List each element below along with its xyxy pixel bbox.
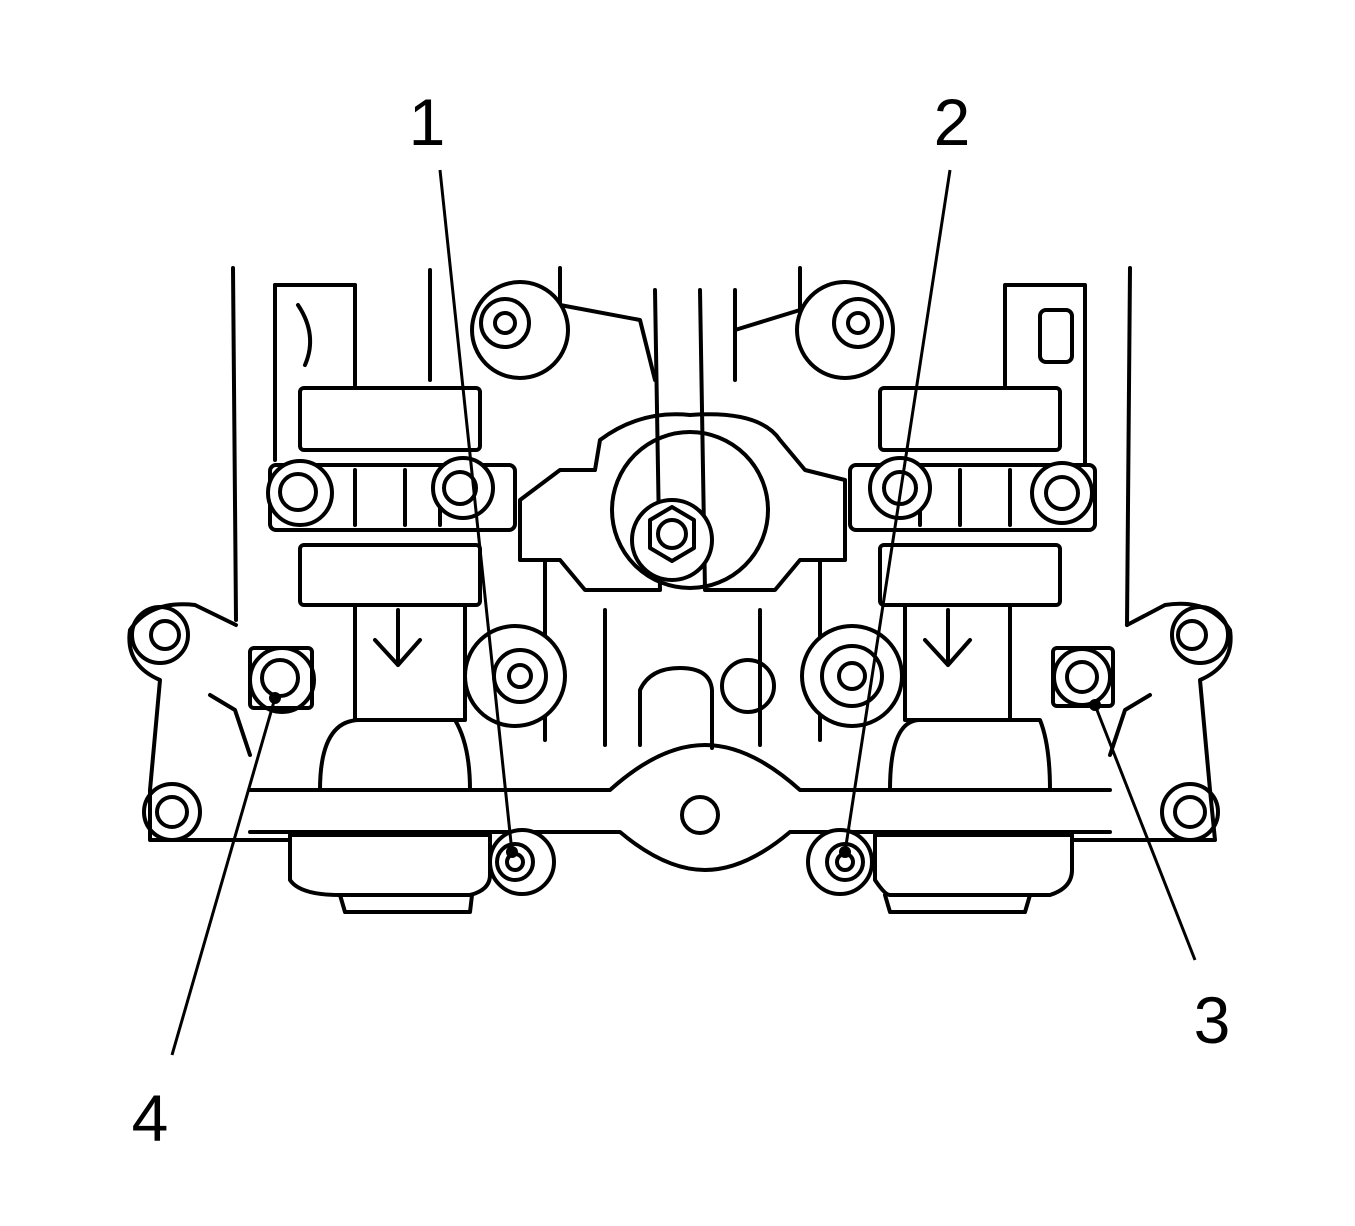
leader-2 — [843, 169, 952, 853]
leader-1-dot — [506, 846, 518, 858]
callout-1: 1 — [408, 85, 446, 159]
leader-2-dot — [839, 846, 851, 858]
leader-3-dot — [1089, 699, 1101, 711]
right-flange — [1058, 601, 1233, 842]
callout-2: 2 — [933, 85, 971, 159]
callout-leaders — [170, 169, 1197, 1056]
block-outline — [231, 266, 1132, 627]
left-flange — [127, 602, 302, 842]
callout-3: 3 — [1193, 983, 1231, 1057]
lower-rail — [248, 658, 1112, 914]
leader-1 — [438, 169, 514, 853]
bolt-heads — [248, 280, 1115, 896]
leader-4 — [170, 697, 277, 1056]
leader-3 — [1093, 704, 1197, 961]
callout-4: 4 — [131, 1081, 169, 1155]
leader-4-dot — [269, 692, 281, 704]
